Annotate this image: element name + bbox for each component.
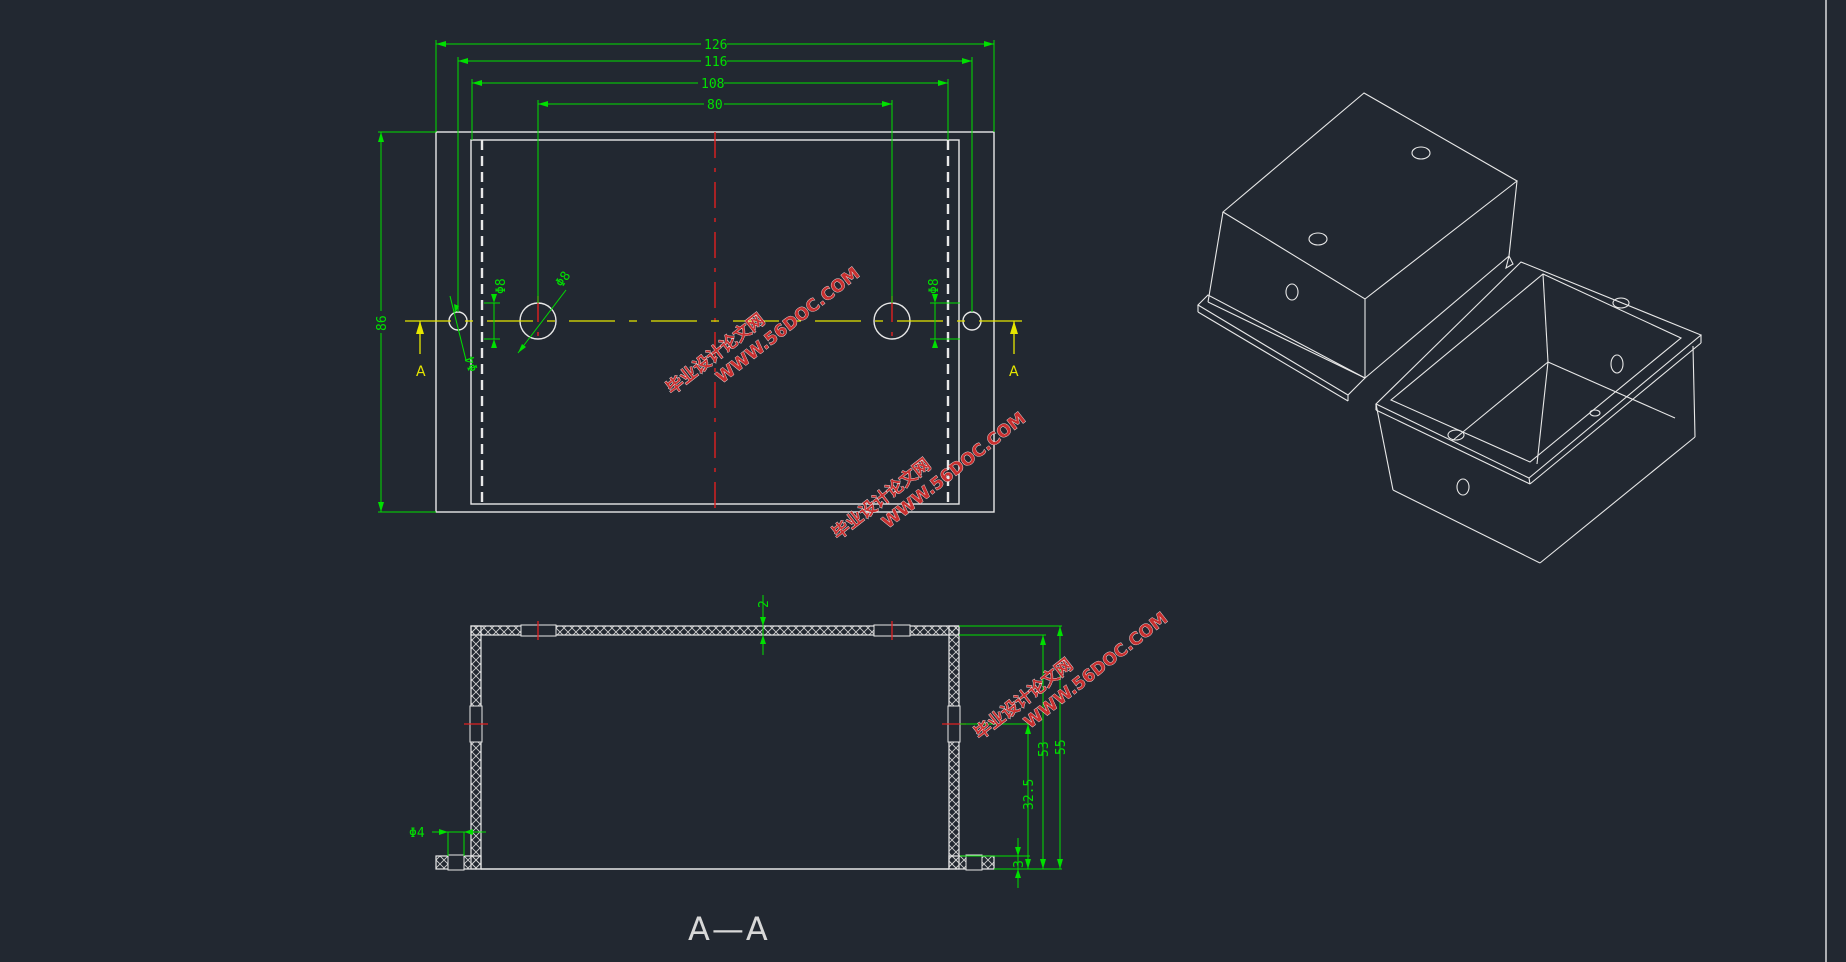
section-arrowhead-right xyxy=(1010,321,1018,334)
dim-126: 126 xyxy=(704,38,727,53)
section-dimensions: 2 55 53 32.5 3 Φ4 xyxy=(409,595,1069,888)
box-hole-bottom xyxy=(1589,409,1601,417)
isometric-box xyxy=(1375,261,1703,564)
lid-hole-front xyxy=(1285,283,1299,301)
dim-dia8-right-vertical: Φ8 xyxy=(927,278,942,294)
lid-hole-top xyxy=(1411,146,1431,160)
section-arrowhead-left xyxy=(416,321,424,334)
box-hole-side xyxy=(1456,478,1470,496)
dim-section-dia4: Φ4 xyxy=(409,826,425,841)
watermark-1: 毕业设计论文网 WWW.56DOC.COM xyxy=(662,263,864,399)
box-hole-rim-back xyxy=(1612,297,1630,309)
watermark-3: 毕业设计论文网 WWW.56DOC.COM xyxy=(970,608,1172,744)
section-title: A—A xyxy=(688,910,770,948)
box-hole-rim-front xyxy=(1447,429,1465,441)
dim-108: 108 xyxy=(701,77,724,92)
box-hole-inner xyxy=(1610,354,1624,374)
section-marker-right: A xyxy=(1009,364,1019,380)
section-marker-left: A xyxy=(416,364,426,380)
dim-32-5: 32.5 xyxy=(1022,779,1037,810)
dim-80: 80 xyxy=(707,98,723,113)
top-view-dimensions: 126 116 108 80 86 Φ8 Φ8 xyxy=(374,37,995,513)
dim-dia8-left-vertical: Φ8 xyxy=(494,278,509,294)
dim-wall-2: 2 xyxy=(757,600,772,608)
dim-86: 86 xyxy=(375,315,390,331)
section-right-wall xyxy=(948,625,960,870)
dim-53: 53 xyxy=(1037,741,1052,757)
hole-small-right xyxy=(962,311,982,331)
dim-3: 3 xyxy=(1012,860,1027,868)
dim-dia8-large-left: Φ8 xyxy=(553,269,574,290)
dim-55: 55 xyxy=(1054,739,1069,755)
dim-dia4-left: Φ4 xyxy=(463,354,482,374)
section-view xyxy=(435,621,995,871)
isometric-lid xyxy=(1197,92,1518,402)
watermark-2: 毕业设计论文网 WWW.56DOC.COM xyxy=(828,408,1030,544)
lid-hole-side xyxy=(1308,232,1328,246)
top-view: A A xyxy=(405,131,1022,515)
dim-116: 116 xyxy=(704,55,727,70)
